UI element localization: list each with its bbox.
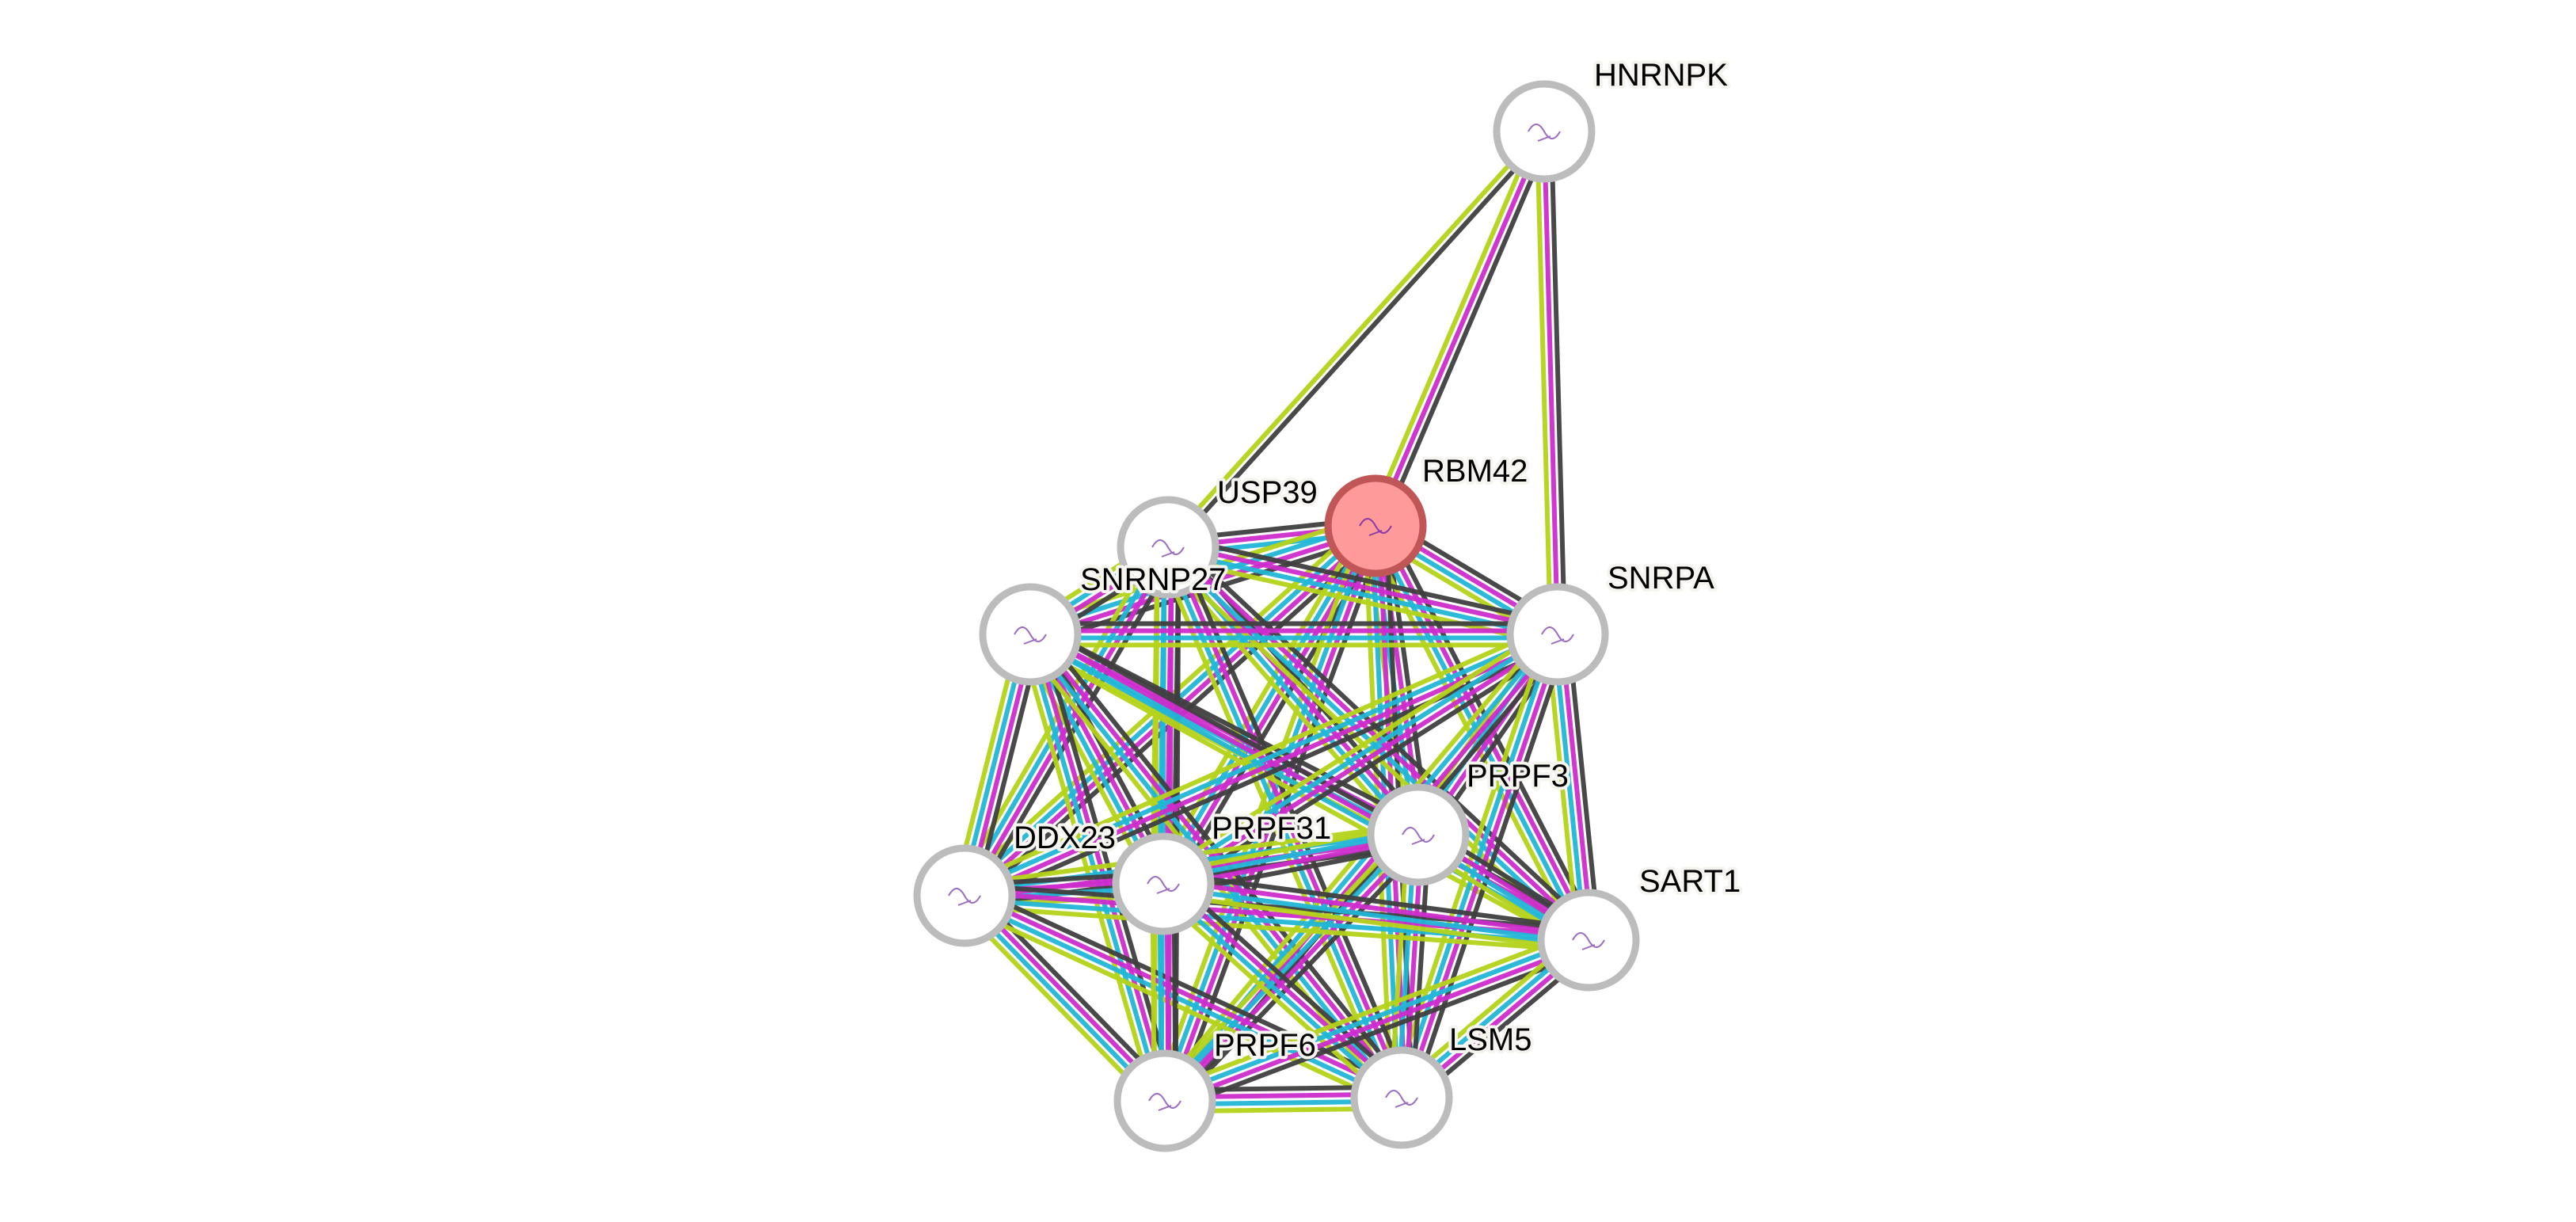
edge-evidence-line — [1161, 892, 1588, 954]
node-ddx23[interactable] — [913, 844, 1016, 947]
edge-evidence-line — [1155, 825, 1413, 1095]
edge-evidence-line — [965, 890, 1405, 1097]
edge-evidence-line — [1162, 934, 1589, 1100]
edge-evidence-line — [959, 903, 1398, 1110]
edge-HNRNPK-SNRPA[interactable] — [1535, 131, 1567, 635]
edge-evidence-line — [1160, 927, 1586, 1094]
edge-evidence-line — [961, 629, 1558, 895]
edge-evidence-line — [1168, 541, 1559, 634]
edge-DDX23-LSM5[interactable] — [959, 884, 1407, 1110]
node-label: PRPF31 — [1212, 811, 1331, 846]
edge-evidence-line — [1402, 634, 1564, 1100]
protein-structure-icon — [1402, 827, 1435, 845]
node-prpf3[interactable] — [1367, 783, 1470, 886]
edge-evidence-line — [1542, 131, 1560, 635]
protein-structure-icon — [1359, 518, 1392, 536]
protein-structure-icon — [1151, 539, 1185, 558]
protein-structure-icon — [1148, 1093, 1181, 1111]
edge-evidence-line — [1373, 130, 1547, 527]
node-prpf6[interactable] — [1113, 1049, 1216, 1152]
edge-evidence-line — [1409, 637, 1570, 1102]
node-label: SNRNP27 — [1080, 562, 1227, 597]
protein-structure-icon — [1385, 1090, 1418, 1108]
edge-evidence-line — [1169, 874, 1411, 1092]
edge-evidence-line — [1160, 830, 1417, 1100]
node-label: PRPF3 — [1467, 759, 1569, 794]
edge-evidence-line — [968, 884, 1407, 1091]
node-layer — [913, 80, 1640, 1152]
edge-evidence-line — [1164, 879, 1406, 1097]
edge-SNRNP27-SNRPA[interactable] — [1030, 621, 1558, 648]
node-label: SART1 — [1639, 864, 1741, 899]
node-usp39[interactable] — [1117, 496, 1220, 599]
node-lsm5[interactable] — [1350, 1046, 1453, 1149]
protein-structure-icon — [948, 888, 981, 906]
edge-evidence-line — [1566, 633, 1602, 939]
edge-evidence-line — [1154, 889, 1396, 1108]
node-label: PRPF6 — [1214, 1028, 1316, 1063]
edge-evidence-line — [1558, 634, 1595, 940]
edge-PRPF3-PRPF6[interactable] — [1155, 825, 1428, 1110]
edge-evidence-line — [1163, 635, 1562, 889]
protein-structure-icon — [1147, 876, 1180, 894]
node-label: RBM42 — [1422, 454, 1528, 489]
edge-PRPF31-SART1[interactable] — [1161, 870, 1591, 954]
edge-SART1-PRPF6[interactable] — [1160, 927, 1593, 1114]
node-label: LSM5 — [1449, 1022, 1532, 1057]
edge-evidence-line — [1167, 641, 1565, 895]
edge-evidence-line — [1170, 534, 1561, 626]
edge-evidence-line — [1174, 537, 1598, 935]
protein-structure-icon — [1014, 626, 1047, 645]
edge-evidence-line — [1156, 623, 1554, 877]
node-label: SNRPA — [1608, 561, 1714, 596]
edge-evidence-line — [959, 622, 1554, 889]
edge-evidence-line — [961, 897, 1402, 1103]
node-label: USP39 — [1217, 475, 1318, 510]
edge-evidence-line — [1170, 840, 1428, 1110]
node-rbm42[interactable] — [1324, 474, 1427, 577]
protein-structure-icon — [1572, 932, 1605, 950]
edge-evidence-line — [1163, 877, 1589, 939]
edge-evidence-line — [1163, 127, 1543, 546]
node-hnrnpk[interactable] — [1493, 80, 1596, 183]
edge-evidence-line — [1159, 629, 1558, 883]
edge-evidence-line — [1166, 836, 1423, 1106]
edge-SNRPA-PRPF31[interactable] — [1156, 623, 1565, 895]
edge-evidence-line — [1167, 947, 1593, 1114]
edge-evidence-line — [1159, 885, 1401, 1102]
node-label: HNRNPK — [1594, 58, 1728, 93]
edge-evidence-line — [1548, 131, 1567, 634]
edge-evidence-line — [1379, 133, 1554, 530]
protein-structure-icon — [1528, 124, 1561, 142]
edge-evidence-line — [1162, 885, 1589, 946]
edge-evidence-line — [1535, 131, 1554, 635]
edge-evidence-line — [1175, 542, 1414, 1094]
edge-evidence-line — [1551, 634, 1588, 941]
node-snrpa[interactable] — [1506, 583, 1609, 686]
edge-evidence-line — [1169, 132, 1549, 552]
edge-PRPF31-LSM5[interactable] — [1154, 874, 1411, 1108]
node-prpf31[interactable] — [1112, 832, 1215, 935]
node-sart1[interactable] — [1537, 889, 1640, 992]
edge-evidence-line — [963, 904, 1589, 954]
node-label: DDX23 — [1014, 820, 1116, 855]
edge-HNRNPK-USP39[interactable] — [1163, 127, 1549, 552]
edge-HNRNPK-RBM42[interactable] — [1366, 128, 1554, 530]
edge-evidence-line — [1366, 128, 1540, 524]
edge-evidence-line — [1165, 941, 1591, 1107]
edge-evidence-line — [1164, 870, 1591, 932]
node-snrnp27[interactable] — [979, 583, 1082, 686]
protein-structure-icon — [1541, 626, 1574, 645]
